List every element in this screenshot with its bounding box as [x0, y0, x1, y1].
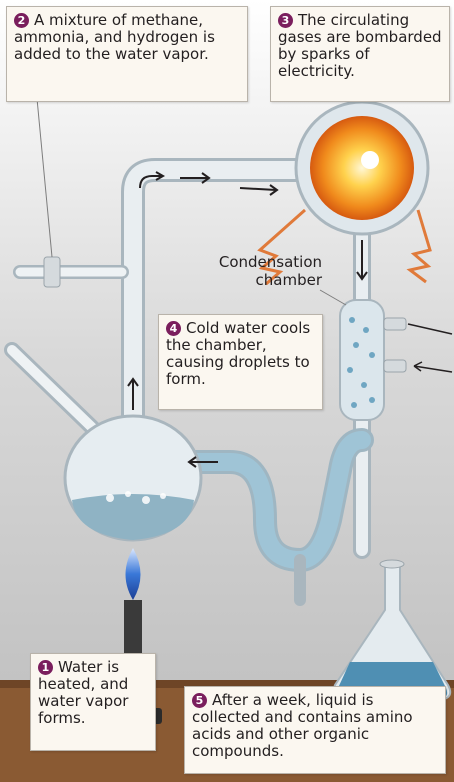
- spark-glow: [310, 116, 414, 220]
- step-4-text: Cold water cools the chamber, causing dr…: [166, 319, 310, 388]
- flask-lip: [380, 560, 404, 568]
- step-4-number: 4: [166, 321, 181, 336]
- condensation-label-line2: chamber: [172, 271, 322, 289]
- step-5-callout: 5After a week, liquid is collected and c…: [184, 686, 446, 774]
- condensation-label-line1: Condensation: [172, 253, 322, 271]
- condensation-chamber: [340, 300, 384, 420]
- water-inlet: [384, 360, 406, 372]
- step-3-number: 3: [278, 13, 293, 28]
- step-3-text: The circulating gases are bombarded by s…: [278, 11, 442, 80]
- step-5-text: After a week, liquid is collected and co…: [192, 691, 413, 760]
- step-2-number: 2: [14, 13, 29, 28]
- step-5-number: 5: [192, 693, 207, 708]
- step-3-callout: 3The circulating gases are bombarded by …: [270, 6, 450, 102]
- step-2-text: A mixture of methane, ammonia, and hydro…: [14, 11, 215, 63]
- spark-core: [361, 151, 379, 169]
- step-1-number: 1: [38, 660, 53, 675]
- condensation-chamber-label: Condensation chamber: [172, 253, 322, 289]
- step-4-callout: 4Cold water cools the chamber, causing d…: [158, 314, 323, 410]
- step-2-callout: 2A mixture of methane, ammonia, and hydr…: [6, 6, 248, 102]
- step-1-callout: 1Water is heated, and water vapor forms.: [30, 653, 156, 751]
- stopcock: [44, 257, 60, 287]
- water-outlet: [384, 318, 406, 330]
